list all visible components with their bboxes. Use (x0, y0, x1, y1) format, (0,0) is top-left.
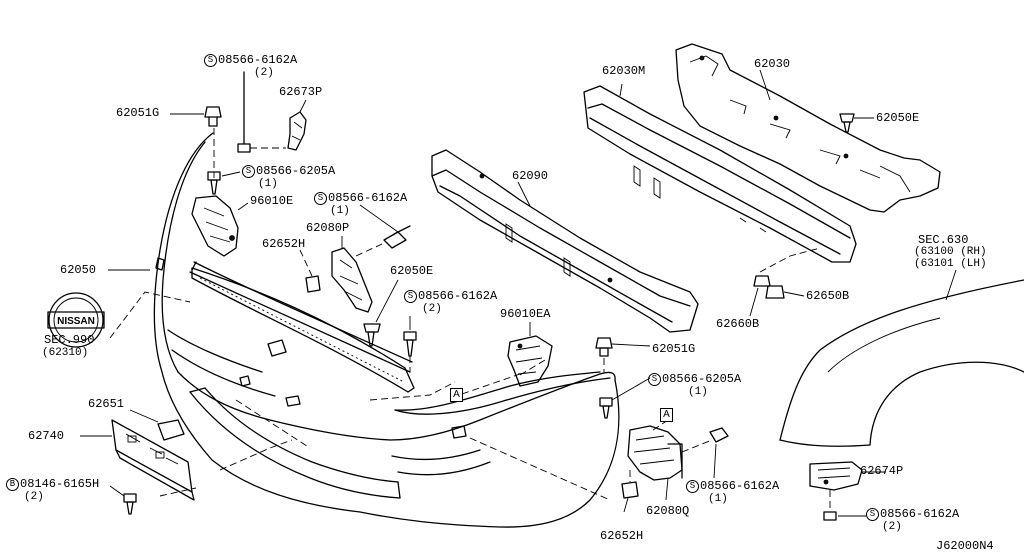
part-label-96010e: 96010E (250, 194, 294, 208)
clip-62051g-top (170, 106, 222, 178)
fastener-qty-s5: (1) (688, 386, 708, 398)
part-label-62080q: 62080Q (646, 504, 690, 518)
part-label-62090: 62090 (512, 169, 549, 183)
fastener-qty-s4: (2) (422, 303, 442, 315)
part-label-62651: 62651 (88, 397, 125, 411)
part-label-62051g-top: 62051G (116, 106, 160, 120)
clip-62051g-mid (595, 337, 651, 372)
part-label-62050e-mid: 62050E (390, 264, 434, 278)
part-label-62030m: 62030M (602, 64, 646, 78)
retainer-62652h-bottom (621, 470, 639, 513)
fastener-qty-s2: (1) (258, 178, 278, 190)
section-sec630-lh: (63101 (LH) (914, 258, 987, 270)
part-label-62652h-top: 62652H (262, 237, 306, 251)
bracket-62080q (627, 425, 729, 501)
bracket-62030 (675, 43, 941, 213)
bracket-96010ea (507, 322, 553, 387)
svg-text:NISSAN: NISSAN (57, 316, 95, 327)
ref-line-a2 (649, 419, 669, 433)
plate-bracket-62740 (80, 419, 195, 515)
bracket-96010e (191, 195, 249, 257)
section-label-sec990: SEC.990 (44, 333, 95, 347)
part-label-62650b: 62650B (806, 289, 850, 303)
nissan-emblem: NISSAN (47, 292, 105, 348)
screw-right-mid (599, 377, 651, 419)
fastener-qty-s1: (2) (254, 67, 274, 79)
fastener-qty-s3: (1) (330, 205, 350, 217)
screw-center-mid (403, 316, 417, 372)
part-label-62660b: 62660B (716, 317, 760, 331)
ref-marker-a1: A (450, 388, 463, 402)
bracket-62673p (237, 71, 307, 153)
diagram-id: J62000N4 (936, 539, 994, 553)
bracket-62674p (809, 461, 886, 521)
section-sec990-sub: (62310) (42, 347, 89, 359)
upper-retainer (191, 267, 415, 393)
part-label-62051g-mid: 62051G (652, 342, 696, 356)
part-label-96010ea: 96010EA (500, 307, 551, 321)
part-label-62030: 62030 (754, 57, 791, 71)
reinforcement-62090 (431, 149, 699, 333)
clip-62050e-mid (363, 279, 399, 347)
ref-marker-a2: A (660, 408, 673, 422)
section-label-sec630: SEC.630 (918, 233, 969, 247)
bracket-62080p (299, 236, 383, 313)
part-label-62050e-right: 62050E (876, 111, 920, 125)
fastener-qty-s6: (1) (708, 493, 728, 505)
clip-62050e-right (839, 113, 874, 133)
part-label-62673p: 62673P (279, 85, 323, 99)
fender-sec630 (779, 269, 1024, 447)
fastener-qty-s7: (2) (882, 521, 902, 533)
part-label-62080p: 62080P (306, 221, 350, 235)
reinforcement-62030m (583, 83, 857, 263)
part-label-62740: 62740 (28, 429, 65, 443)
bumper-fascia (109, 132, 620, 528)
part-label-62674p: 62674P (860, 464, 904, 478)
part-label-62652h-bottom: 62652H (600, 529, 644, 543)
fastener-qty-b1: (2) (24, 491, 44, 503)
screw-center-top (359, 204, 411, 249)
fastener-62650b (749, 247, 821, 317)
screw-left-upper (207, 171, 241, 195)
part-label-62050: 62050 (60, 263, 97, 277)
ref-line-a1 (461, 373, 521, 395)
cover-62651 (129, 409, 185, 441)
section-sec630-rh: (63100 (RH) (914, 246, 987, 258)
